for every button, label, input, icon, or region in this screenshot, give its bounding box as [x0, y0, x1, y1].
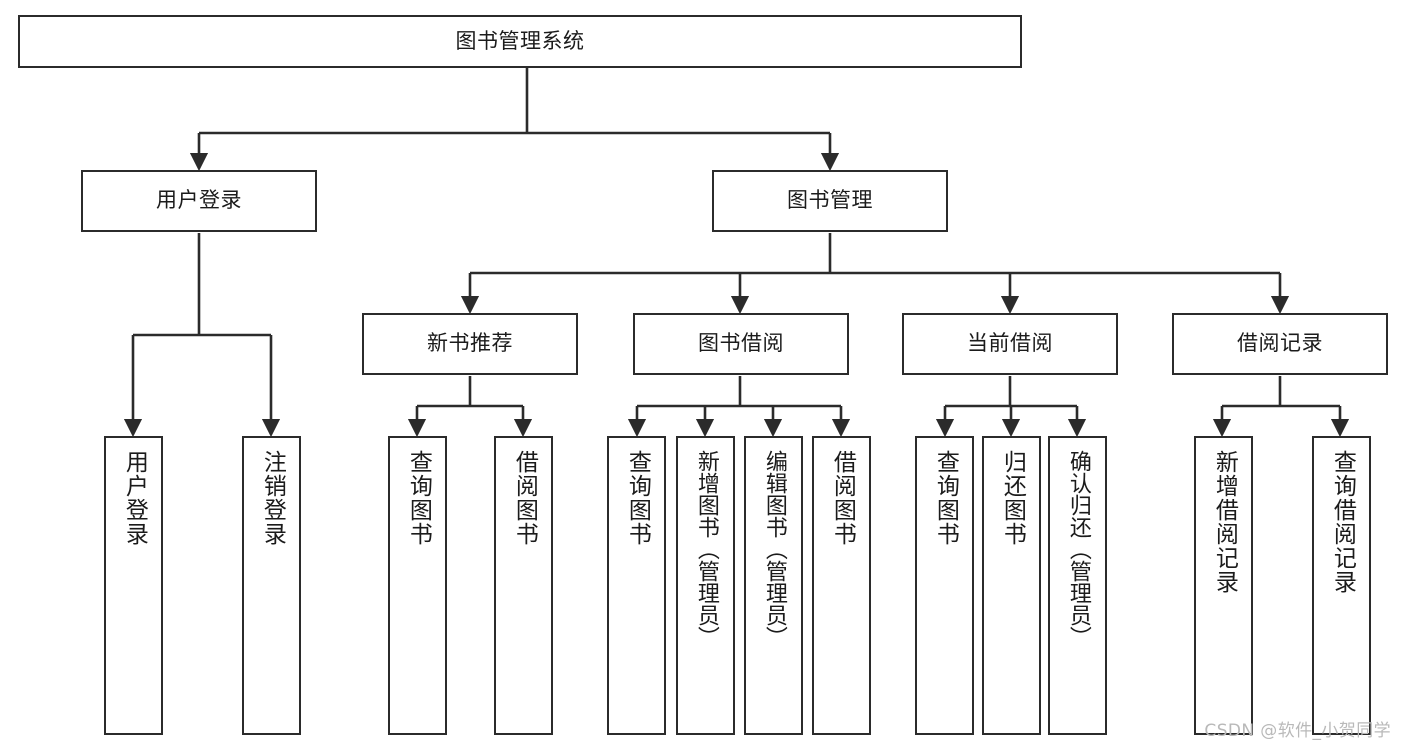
leaf-confirm-return-admin[interactable]: 确认归还（管理员） [1048, 436, 1107, 735]
node-user-login-label: 用户登录 [156, 188, 242, 213]
leaf-add-book-admin[interactable]: 新增图书（管理员） [676, 436, 735, 735]
node-current-borrow-label: 当前借阅 [967, 331, 1053, 356]
leaf-borrow-book-recommend[interactable]: 借阅图书 [494, 436, 553, 735]
leaf-user-login[interactable]: 用户登录 [104, 436, 163, 735]
node-new-book-recommend-label: 新书推荐 [427, 331, 513, 356]
leaf-confirm-return-admin-label: 确认归还（管理员） [1065, 450, 1091, 648]
leaf-add-borrow-record[interactable]: 新增借阅记录 [1194, 436, 1253, 735]
leaf-add-borrow-record-label: 新增借阅记录 [1211, 450, 1238, 594]
leaf-borrow-book[interactable]: 借阅图书 [812, 436, 871, 735]
leaf-query-book-recommend-label: 查询图书 [405, 450, 432, 546]
leaf-return-book-label: 归还图书 [999, 450, 1026, 546]
leaf-logout-label: 注销登录 [259, 450, 286, 546]
node-book-management[interactable]: 图书管理 [712, 170, 948, 232]
leaf-query-book-borrow[interactable]: 查询图书 [607, 436, 666, 735]
leaf-borrow-book-label: 借阅图书 [829, 450, 856, 546]
leaf-query-book-borrow-label: 查询图书 [624, 450, 651, 546]
leaf-query-borrow-record[interactable]: 查询借阅记录 [1312, 436, 1371, 735]
leaf-query-book-current-label: 查询图书 [932, 450, 959, 546]
node-user-login[interactable]: 用户登录 [81, 170, 317, 232]
node-new-book-recommend[interactable]: 新书推荐 [362, 313, 578, 375]
leaf-add-book-admin-label: 新增图书（管理员） [693, 450, 719, 648]
leaf-query-borrow-record-label: 查询借阅记录 [1329, 450, 1356, 594]
leaf-edit-book-admin-label: 编辑图书（管理员） [761, 450, 787, 648]
csdn-watermark: CSDN @软件_小贺同学 [1204, 721, 1391, 741]
leaf-return-book[interactable]: 归还图书 [982, 436, 1041, 735]
leaf-query-book-current[interactable]: 查询图书 [915, 436, 974, 735]
node-borrow-record-label: 借阅记录 [1237, 331, 1323, 356]
node-borrow-record[interactable]: 借阅记录 [1172, 313, 1388, 375]
leaf-logout[interactable]: 注销登录 [242, 436, 301, 735]
node-current-borrow[interactable]: 当前借阅 [902, 313, 1118, 375]
node-root-label: 图书管理系统 [455, 28, 585, 53]
leaf-edit-book-admin[interactable]: 编辑图书（管理员） [744, 436, 803, 735]
leaf-query-book-recommend[interactable]: 查询图书 [388, 436, 447, 735]
leaf-user-login-label: 用户登录 [121, 450, 148, 546]
node-book-borrow-label: 图书借阅 [698, 331, 784, 356]
leaf-borrow-book-recommend-label: 借阅图书 [511, 450, 538, 546]
node-root-library-system[interactable]: 图书管理系统 [18, 15, 1022, 68]
node-book-borrow[interactable]: 图书借阅 [633, 313, 849, 375]
node-book-management-label: 图书管理 [787, 188, 873, 213]
